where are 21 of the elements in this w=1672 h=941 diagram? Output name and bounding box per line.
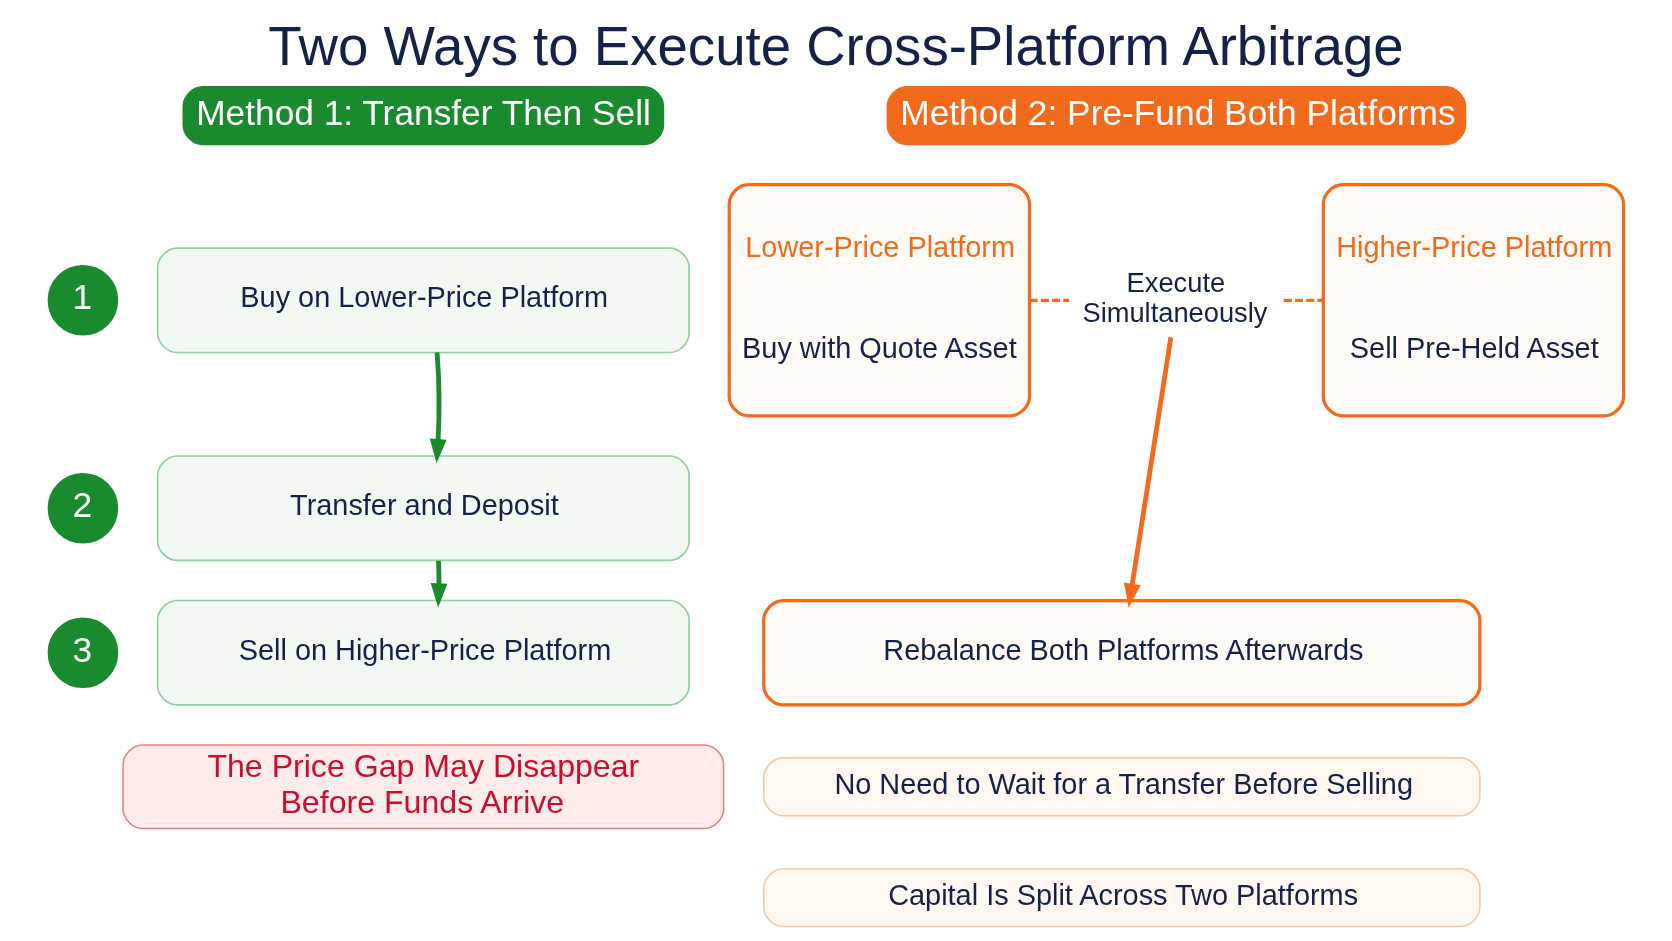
node-box: No Need to Wait for a Transfer Before Selling [762,757,1481,817]
node-box: Rebalance Both Platforms Afterwards [762,598,1482,707]
arrow [430,560,448,608]
node-box: Method 1: Transfer Then Sell [182,85,665,146]
node-box: Method 2: Pre-Fund Both Platforms [886,85,1467,146]
node-box: Sell on Higher-Price Platform [156,599,690,706]
arrow [429,352,447,464]
node-box: Capital Is Split Across Two Platforms [762,867,1481,928]
connector [1029,298,1070,302]
node-circle: 1 [47,264,119,336]
node-circle: 2 [47,472,119,544]
connector [1283,298,1323,302]
diagram-title: Two Ways to Execute Cross-Platform Arbitrage [268,15,1404,77]
node-box: The Price Gap May Disappear Before Funds Arrive [122,744,725,830]
node-box: Lower-Price Platform Buy with Quote Asset [727,183,1032,418]
node-circle: 3 [47,617,119,689]
node-box: Transfer and Deposit [156,455,690,562]
node-box: Higher-Price Platform Sell Pre-Held Asset [1321,183,1626,418]
node-text: Execute Simultaneously [1082,266,1268,329]
arrow [1123,336,1174,608]
node-box: Buy on Lower-Price Platform [156,247,690,354]
